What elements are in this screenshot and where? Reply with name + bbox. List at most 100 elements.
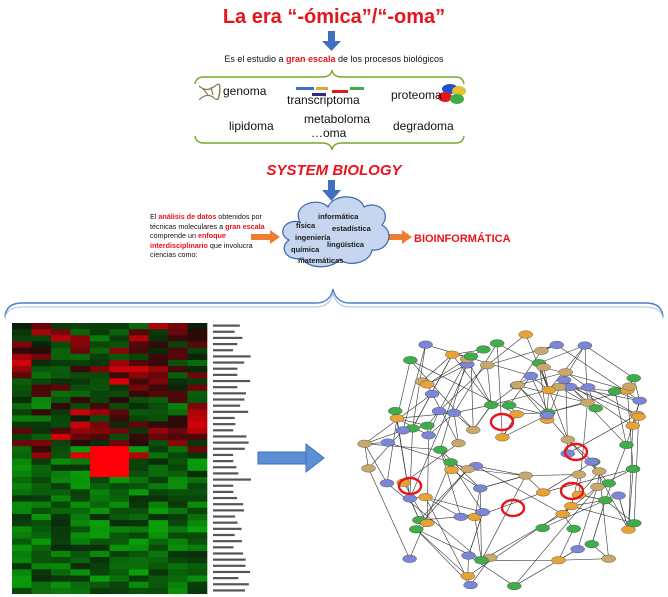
network-node: [601, 554, 616, 563]
heatmap-row-label-mark: [213, 527, 242, 530]
network-edge: [473, 404, 492, 431]
network-edge: [538, 345, 586, 364]
heatmap-cell: [31, 329, 52, 336]
heatmap-cell: [51, 396, 71, 404]
network-edge: [558, 528, 574, 561]
heatmap-cell: [12, 359, 32, 367]
network-node: [536, 488, 551, 497]
heatmap-cell: [12, 409, 32, 416]
heatmap-cell: [187, 323, 208, 330]
heatmap-cell: [129, 495, 149, 502]
heatmap-cell: [12, 396, 32, 404]
heatmap-cell: [148, 323, 169, 330]
network-node: [451, 439, 466, 448]
heatmap-cell: [168, 440, 188, 447]
system-biology-heading: SYSTEM BIOLOGY: [266, 162, 402, 179]
heatmap-cell: [168, 587, 188, 594]
heatmap-cell: [187, 366, 208, 373]
network-node: [474, 556, 489, 565]
heatmap-row-label-mark: [213, 398, 245, 401]
network-node: [580, 383, 596, 392]
heatmap-cell: [51, 353, 71, 361]
heatmap-cell: [12, 587, 32, 594]
heatmap-cell: [148, 433, 169, 441]
network-edge: [425, 497, 471, 586]
network-node: [460, 572, 475, 581]
subtitle-text-1: Es el estudio a: [224, 54, 286, 64]
heatmap-row-label-mark: [213, 423, 236, 426]
heatmap-cell: [109, 396, 130, 404]
heatmap-cell: [168, 433, 188, 441]
heatmap-cell: [31, 495, 52, 502]
heatmap-row-label-mark: [213, 386, 238, 389]
network-edge: [543, 366, 628, 391]
heatmap-cell: [129, 329, 149, 336]
heatmap-cell: [168, 476, 188, 484]
heatmap-cell: [12, 440, 32, 447]
heatmap-row-label-mark: [213, 570, 251, 574]
heatmap-cell: [168, 353, 188, 361]
heatmap-cell: [129, 353, 149, 361]
network-node: [409, 525, 424, 534]
heatmap-cell: [168, 452, 188, 459]
network-node: [444, 465, 459, 474]
heatmap-cell: [129, 538, 149, 546]
heatmap-row-label-mark: [213, 379, 251, 383]
heatmap-cell: [168, 581, 188, 589]
heatmap-cell: [70, 440, 91, 447]
cloud-word-linguistica: lingüística: [327, 240, 365, 249]
network-edge: [402, 344, 426, 431]
heatmap-cell: [51, 366, 71, 373]
heatmap-cell: [12, 550, 32, 558]
wide-brace: [4, 288, 664, 320]
network-node: [466, 425, 481, 434]
heatmap-cell: [168, 341, 188, 348]
heatmap-cell: [129, 390, 149, 398]
heatmap-cell: [51, 501, 71, 509]
heatmap-cell: [109, 421, 130, 429]
network-node: [446, 408, 462, 417]
heatmap-row-label-mark: [213, 447, 245, 450]
network-node: [489, 339, 505, 348]
network-node: [389, 414, 405, 423]
heatmap-cell: [148, 526, 169, 533]
cloud-shape: [282, 196, 390, 268]
heatmap-cell: [109, 353, 130, 361]
heatmap-cell: [90, 446, 110, 453]
network-node: [584, 457, 599, 466]
heatmap-cell: [12, 563, 32, 570]
heatmap-row-label-mark: [213, 392, 247, 395]
heatmap-cell: [70, 501, 91, 509]
network-edge: [480, 475, 526, 489]
heatmap-cell: [51, 384, 71, 392]
network-edge: [508, 375, 532, 406]
heatmap-cell: [148, 520, 169, 527]
network-node: [607, 387, 623, 396]
heatmap-cell: [129, 372, 149, 379]
network-edge: [614, 391, 627, 446]
heatmap-cell: [12, 378, 32, 385]
heatmap-cell: [187, 409, 208, 416]
heatmap-row-label-mark: [213, 589, 245, 592]
heatmap-cell: [187, 550, 208, 558]
heatmap-cell: [129, 366, 149, 373]
heatmap-cell: [168, 366, 188, 373]
network-edge: [425, 344, 532, 377]
heatmap-cell: [148, 538, 169, 546]
arrow-right-big: [257, 442, 325, 474]
network-edge: [571, 505, 635, 524]
heatmap-cell: [70, 581, 91, 589]
heatmap-cell: [148, 353, 169, 361]
heatmap-cell: [12, 341, 32, 348]
heatmap-cell: [90, 587, 110, 594]
heatmap-cell: [148, 415, 169, 422]
network-node: [566, 524, 581, 533]
heatmap-cell: [109, 347, 130, 355]
heatmap-cell: [129, 384, 149, 392]
heatmap-cell: [109, 526, 130, 533]
heatmap-cell: [148, 347, 169, 355]
network-node: [420, 421, 435, 430]
network-edge: [486, 365, 492, 405]
heatmap-cell: [70, 476, 91, 484]
heatmap-cell: [90, 378, 110, 385]
